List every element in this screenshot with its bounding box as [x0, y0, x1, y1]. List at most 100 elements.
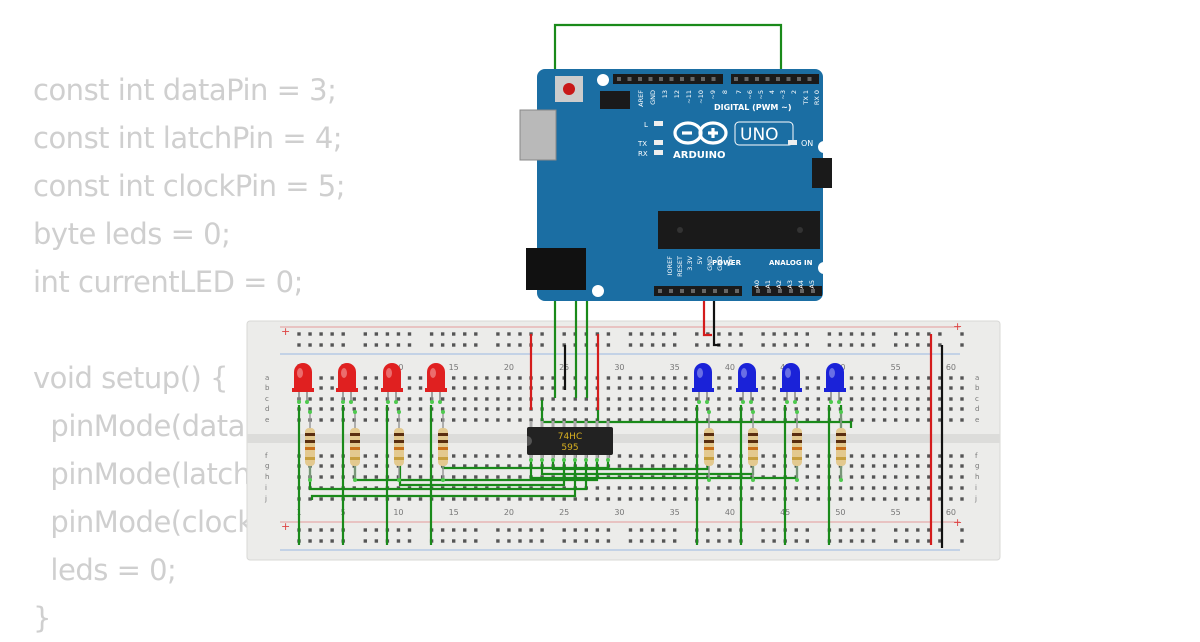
code-background: const int dataPin = 3;const int latchPin…	[33, 66, 449, 642]
row-letter: i	[265, 484, 267, 492]
digital-pin-label: 13	[661, 90, 669, 98]
column-number: 20	[504, 363, 514, 372]
arduino-logo-icon	[673, 121, 728, 145]
resistor[interactable]	[438, 410, 448, 482]
row-letter: d	[265, 405, 269, 413]
digital-pin-label: TX 1	[802, 90, 810, 106]
power-pin-label: IOREF	[666, 256, 674, 276]
resistor[interactable]	[836, 410, 846, 482]
red-led[interactable]	[292, 363, 314, 404]
l-label: L	[644, 121, 648, 129]
analog-pin-label: A5	[808, 280, 816, 289]
column-number: 60	[946, 508, 956, 517]
row-letter: b	[265, 384, 270, 392]
board-brand: ARDUINO	[673, 150, 725, 161]
column-number: 55	[891, 508, 901, 517]
tx-label: TX	[637, 140, 647, 148]
column-number: 10	[393, 508, 403, 517]
column-number: 30	[614, 508, 624, 517]
resistor[interactable]	[704, 410, 714, 482]
red-led[interactable]	[336, 363, 358, 404]
resistors	[305, 410, 846, 482]
analog-pin-label: A3	[786, 280, 794, 289]
digital-pin-label: ~6	[746, 90, 754, 100]
power-pin-label: GND	[716, 256, 724, 271]
on-label: ON	[801, 139, 813, 148]
code-line: int currentLED = 0;	[33, 265, 303, 299]
power-jack	[526, 248, 586, 290]
resistor[interactable]	[748, 410, 758, 482]
row-letter: h	[975, 473, 979, 481]
column-number: 20	[504, 508, 514, 517]
code-line: byte leds = 0;	[33, 217, 231, 251]
row-letter: g	[265, 462, 269, 470]
wire-q-run[interactable]	[398, 460, 566, 487]
board-model: UNO	[740, 125, 779, 145]
rx-label: RX	[638, 150, 648, 158]
resistor[interactable]	[350, 410, 360, 482]
digital-pin-label: ~9	[709, 90, 717, 100]
power-pin-label: 3.3V	[686, 255, 694, 270]
row-letter: c	[265, 395, 269, 403]
column-number: 60	[946, 363, 956, 372]
digital-pin-label: ~10	[697, 90, 705, 104]
red-led[interactable]	[425, 363, 447, 404]
red-led[interactable]	[381, 363, 403, 404]
code-line: const int latchPin = 4;	[33, 121, 343, 155]
column-number: 40	[725, 508, 735, 517]
row-letter: e	[975, 416, 979, 424]
rail-plus-label: +	[281, 325, 290, 338]
analog-pin-label: A0	[753, 280, 761, 289]
rail-plus-label: +	[953, 320, 962, 333]
wire-gnd[interactable]	[712, 290, 720, 347]
column-number: 35	[670, 363, 680, 372]
chip-label-line1: 74HC	[558, 432, 583, 442]
digital-pin-label: AREF	[637, 90, 645, 107]
column-number: 35	[670, 508, 680, 517]
chip-label-line2: 595	[561, 443, 578, 453]
digital-label: DIGITAL (PWM ~)	[714, 103, 792, 112]
code-line: leds = 0;	[33, 553, 177, 587]
column-number: 15	[449, 508, 459, 517]
column-number: 15	[449, 363, 459, 372]
code-line: const int clockPin = 5;	[33, 169, 346, 203]
resistor[interactable]	[305, 410, 315, 482]
row-letter: g	[975, 462, 979, 470]
leds	[292, 363, 846, 404]
digital-pin-label: ~3	[779, 90, 787, 100]
digital-header-right	[731, 74, 819, 84]
header-holes	[617, 77, 815, 293]
power-pin-label: Vin	[726, 256, 734, 266]
row-letter: j	[264, 495, 267, 503]
digital-pin-label: 12	[673, 90, 681, 98]
column-number: 30	[614, 363, 624, 372]
blue-led[interactable]	[824, 363, 846, 404]
row-letter: c	[975, 395, 979, 403]
analog-pin-label: A2	[775, 280, 783, 289]
resistor[interactable]	[792, 410, 802, 482]
atmega-chip	[658, 211, 820, 249]
digital-pin-label: 8	[721, 90, 729, 94]
shift-register-chip[interactable]: 74HC 595	[527, 421, 613, 462]
row-letter: j	[974, 495, 977, 503]
column-number: 40	[725, 363, 735, 372]
analog-pin-label: A1	[764, 280, 772, 289]
blue-led[interactable]	[736, 363, 758, 404]
power-pin-label: GND	[706, 256, 714, 271]
rail-plus-label: +	[281, 520, 290, 533]
row-letter: d	[975, 405, 979, 413]
blue-led[interactable]	[780, 363, 802, 404]
blue-led[interactable]	[692, 363, 714, 404]
resistor[interactable]	[394, 410, 404, 482]
wire-5v[interactable]	[702, 290, 712, 337]
row-letter: i	[975, 484, 977, 492]
wire-q-run[interactable]	[310, 460, 577, 500]
analog-header	[752, 286, 822, 296]
digital-pin-label: 4	[768, 90, 776, 94]
column-number: 50	[835, 508, 845, 517]
wire-top-loop[interactable]	[553, 23, 783, 85]
